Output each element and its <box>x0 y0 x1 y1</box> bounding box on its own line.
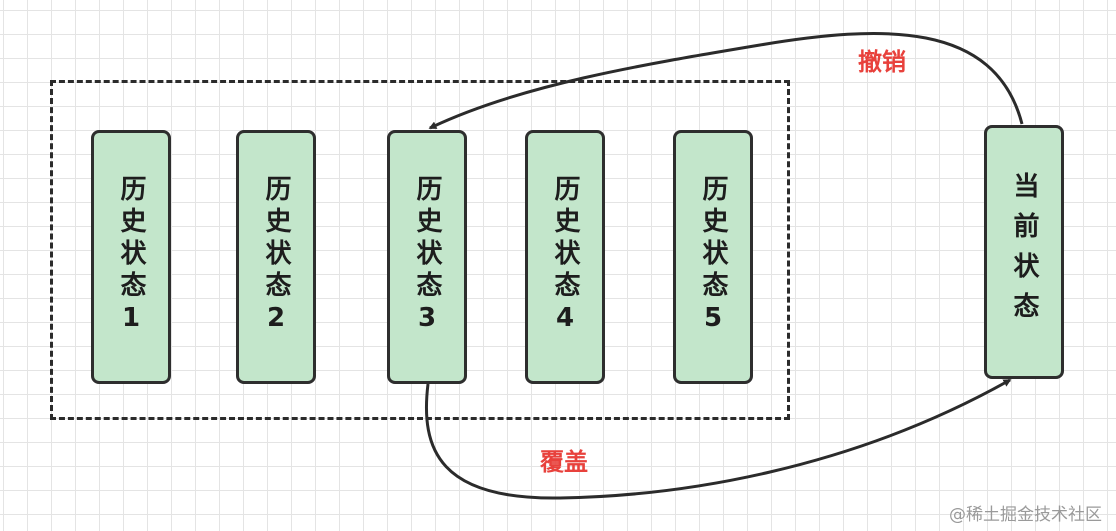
history-state-4-label: 历史状态4 <box>550 175 580 339</box>
history-state-1: 历史状态1 <box>91 130 171 384</box>
current-state: 当前状态 <box>984 125 1064 379</box>
history-state-1-label: 历史状态1 <box>116 175 146 339</box>
overwrite-arrow <box>424 378 1012 500</box>
overwrite-label: 覆盖 <box>540 448 588 476</box>
history-group-frame <box>50 80 790 420</box>
history-state-3-label: 历史状态3 <box>412 175 442 339</box>
watermark: @稀土掘金技术社区 <box>949 505 1102 525</box>
history-state-4: 历史状态4 <box>525 130 605 384</box>
history-state-5: 历史状态5 <box>673 130 753 384</box>
history-state-2-label: 历史状态2 <box>261 175 291 339</box>
undo-arrow <box>428 32 1024 130</box>
history-state-5-label: 历史状态5 <box>698 175 728 339</box>
current-state-label: 当前状态 <box>1009 172 1039 332</box>
history-state-2: 历史状态2 <box>236 130 316 384</box>
history-state-3: 历史状态3 <box>387 130 467 384</box>
undo-label: 撤销 <box>858 48 906 76</box>
